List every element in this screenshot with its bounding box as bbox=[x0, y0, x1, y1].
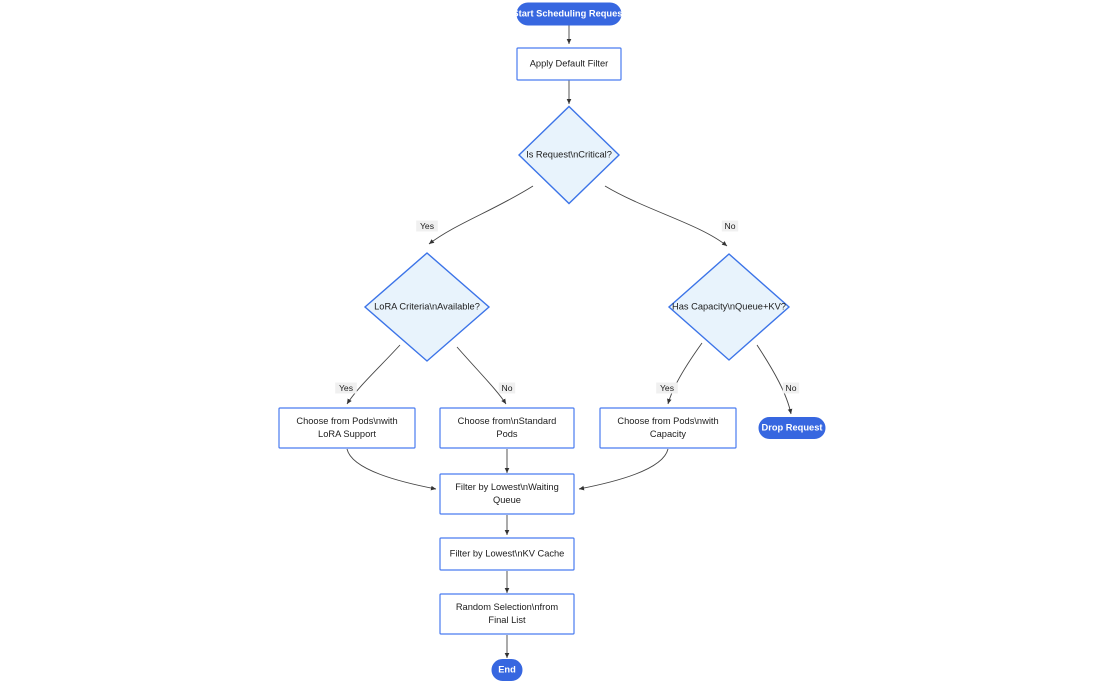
node-shape-pill bbox=[758, 417, 826, 439]
edge-label-text: No bbox=[502, 383, 513, 393]
edge-label-text: No bbox=[786, 383, 797, 393]
node-label-drop_request: Drop Request bbox=[762, 422, 823, 432]
edge-label-background bbox=[656, 382, 678, 394]
node-shape-rect bbox=[439, 473, 575, 515]
node-shape-diamond bbox=[667, 253, 791, 361]
edge-is_critical-to-has_capacity bbox=[604, 185, 728, 247]
node-apply_filter[interactable]: Apply Default Filter bbox=[516, 47, 622, 81]
node-label-pods_cap: Capacity bbox=[650, 429, 687, 439]
edge-label-has_capacity-no: No bbox=[782, 382, 800, 394]
node-label-start: Start Scheduling Request bbox=[512, 8, 625, 18]
edge-label-background bbox=[498, 382, 516, 394]
edges-layer bbox=[346, 25, 793, 659]
edge-is_critical-to-lora_avail bbox=[428, 185, 534, 245]
node-start[interactable]: Start Scheduling Request bbox=[512, 2, 626, 26]
node-shape-rect bbox=[278, 407, 416, 449]
node-label-end: End bbox=[498, 664, 516, 674]
node-drop_request[interactable]: Drop Request bbox=[758, 417, 826, 439]
node-shape-pill bbox=[516, 2, 622, 26]
edge-has_capacity-to-pods_cap bbox=[667, 342, 703, 405]
edge-label-lora_avail-yes: Yes bbox=[335, 382, 357, 394]
node-label-pods_lora: Choose from Pods\nwith bbox=[296, 416, 397, 426]
node-shape-rect bbox=[516, 47, 622, 81]
node-label-pods_std: Pods bbox=[496, 429, 518, 439]
edge-pods_lora-to-filter_queue bbox=[346, 448, 437, 491]
node-label-pods_std: Choose from\nStandard bbox=[458, 416, 557, 426]
edge-label-has_capacity-yes: Yes bbox=[656, 382, 678, 394]
edge-label-background bbox=[782, 382, 800, 394]
edge-label-text: Yes bbox=[420, 221, 434, 231]
node-is_critical[interactable]: Is Request\nCritical? bbox=[517, 105, 621, 205]
edge-label-background bbox=[721, 220, 739, 232]
node-shape-rect bbox=[599, 407, 737, 449]
edge-label-background bbox=[335, 382, 357, 394]
edge-label-text: Yes bbox=[339, 383, 353, 393]
node-label-is_critical: Is Request\nCritical? bbox=[526, 149, 612, 159]
edge-label-lora_avail-no: No bbox=[498, 382, 516, 394]
edge-label-text: Yes bbox=[660, 383, 674, 393]
node-label-filter_kv: Filter by Lowest\nKV Cache bbox=[450, 548, 565, 558]
node-shape-rect bbox=[439, 407, 575, 449]
node-label-pods_cap: Choose from Pods\nwith bbox=[617, 416, 718, 426]
node-end[interactable]: End bbox=[491, 659, 523, 681]
node-label-has_capacity: Has Capacity\nQueue+KV? bbox=[672, 301, 786, 311]
edge-lora_avail-to-pods_lora bbox=[346, 344, 401, 405]
node-label-filter_queue: Queue bbox=[493, 495, 521, 505]
node-label-random_sel: Final List bbox=[488, 615, 526, 625]
node-label-filter_queue: Filter by Lowest\nWaiting bbox=[455, 482, 559, 492]
edge-label-is_critical-yes: Yes bbox=[416, 220, 438, 232]
node-label-lora_avail: LoRA Criteria\nAvailable? bbox=[374, 301, 480, 311]
node-has_capacity[interactable]: Has Capacity\nQueue+KV? bbox=[667, 253, 791, 361]
node-label-random_sel: Random Selection\nfrom bbox=[456, 602, 559, 612]
node-shape-rect bbox=[439, 537, 575, 571]
edge-lora_avail-to-pods_std bbox=[456, 346, 507, 405]
node-lora_avail[interactable]: LoRA Criteria\nAvailable? bbox=[363, 252, 491, 362]
edge-label-text: No bbox=[725, 221, 736, 231]
node-filter_kv[interactable]: Filter by Lowest\nKV Cache bbox=[439, 537, 575, 571]
node-shape-rect bbox=[439, 593, 575, 635]
edge-pods_cap-to-filter_queue bbox=[578, 448, 669, 491]
node-label-apply_filter: Apply Default Filter bbox=[530, 58, 609, 68]
node-shape-pill bbox=[491, 659, 523, 681]
node-shape-diamond bbox=[363, 252, 491, 362]
node-label-pods_lora: LoRA Support bbox=[318, 429, 376, 439]
edge-label-background bbox=[416, 220, 438, 232]
edge-has_capacity-to-drop_request bbox=[756, 344, 793, 415]
edge-label-is_critical-no: No bbox=[721, 220, 739, 232]
node-shape-diamond bbox=[517, 105, 621, 205]
